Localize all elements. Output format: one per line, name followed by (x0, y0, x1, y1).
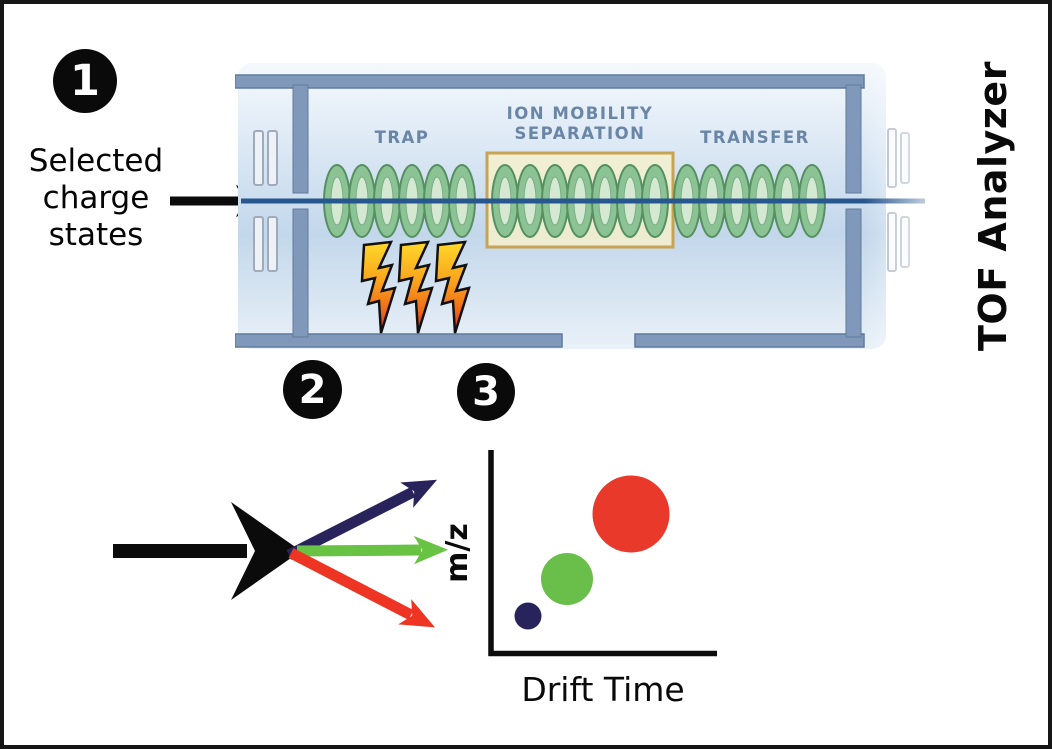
left-divider-lower (292, 208, 309, 338)
tof-analyzer-label: TOF Analyzer (971, 61, 1015, 351)
fragmentation-arrows (113, 479, 448, 628)
right-divider-upper (845, 84, 862, 194)
activation-lightning-icons (360, 240, 471, 335)
ims-label-line1: ION MOBILITY (507, 104, 654, 123)
bubble-large-red (592, 475, 670, 553)
transfer-label: TRANSFER (700, 128, 810, 147)
frame-top-bar (235, 74, 865, 89)
drift-time-plot: m/z Drift Time (440, 450, 717, 709)
fragment-arrow-red (288, 548, 435, 628)
instrument-schematic: TRAP ION MOBILITY SEPARATION TRANSFER (235, 57, 951, 355)
entrance-lens-stack (253, 130, 278, 272)
trap-label: TRAP (375, 128, 430, 147)
right-fade (865, 57, 951, 355)
lightning-bolt-icon (397, 240, 434, 335)
bubble-small-navy (514, 602, 542, 630)
ims-label-line2: SEPARATION (515, 124, 646, 143)
step-2-number: 2 (298, 366, 327, 413)
fragment-arrow-navy (286, 479, 438, 560)
right-divider-lower (845, 208, 862, 338)
precursor-arrow-head (231, 502, 301, 600)
fragment-arrow-green (296, 535, 448, 565)
frame-bottom-bar-left (235, 333, 563, 348)
selected-charge-states-label: Selected charge states (28, 143, 164, 253)
step-3-number: 3 (472, 369, 500, 415)
frame-bottom-bar-right (634, 333, 865, 348)
step-3-badge: 3 (457, 363, 515, 421)
lightning-bolt-icon (434, 240, 471, 335)
step-2-badge: 2 (283, 360, 342, 419)
step-1-number: 1 (70, 56, 100, 106)
x-axis-label: Drift Time (521, 670, 684, 709)
bubble-medium-green (541, 553, 593, 605)
left-divider-upper (292, 84, 309, 194)
step-1-badge: 1 (53, 49, 117, 113)
y-axis-label: m/z (440, 523, 475, 583)
lightning-bolt-icon (360, 240, 397, 335)
